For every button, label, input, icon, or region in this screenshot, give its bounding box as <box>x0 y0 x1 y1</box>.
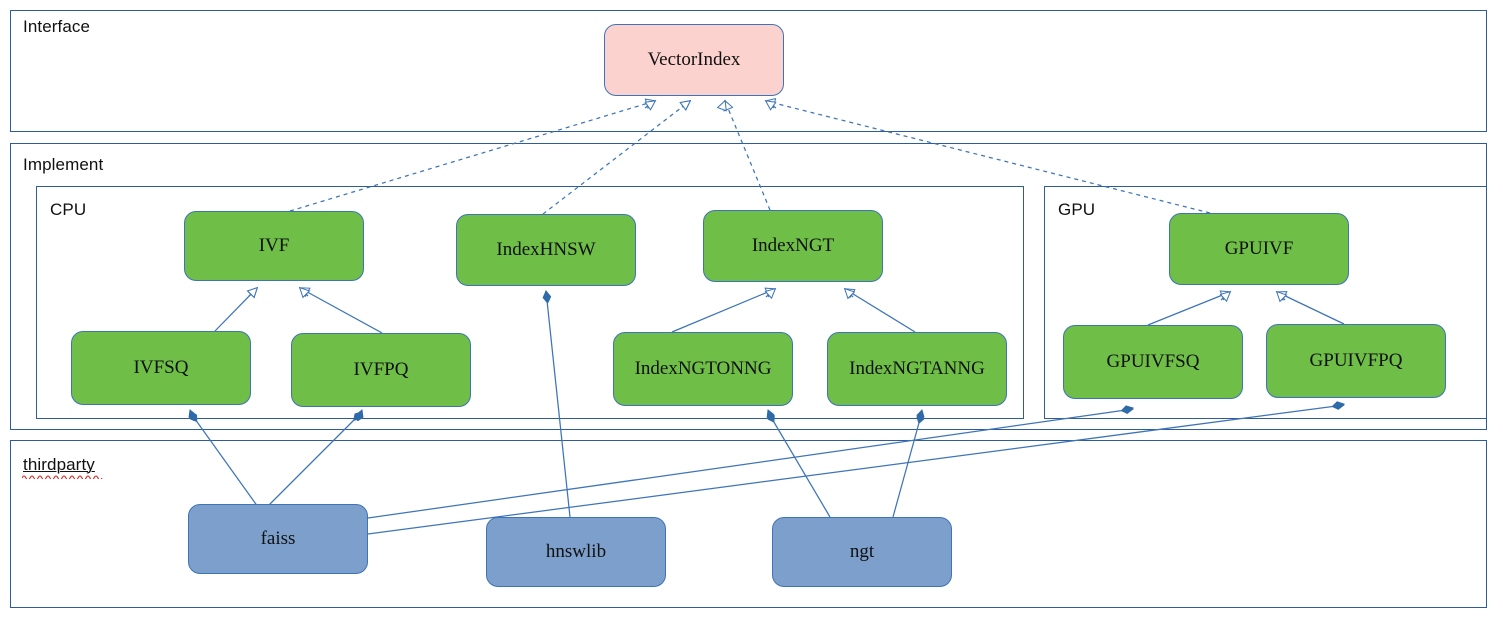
container-label-interface: Interface <box>23 17 91 36</box>
node-ivf[interactable]: IVF <box>184 211 364 281</box>
container-label-thirdparty: thirdparty <box>23 455 95 474</box>
node-vectorindex[interactable]: VectorIndex <box>604 24 784 96</box>
node-indexngtanng[interactable]: IndexNGTANNG <box>827 332 1007 406</box>
node-indexhnsw[interactable]: IndexHNSW <box>456 214 636 286</box>
node-hnswlib[interactable]: hnswlib <box>486 517 666 587</box>
node-gpuivf[interactable]: GPUIVF <box>1169 213 1349 285</box>
node-gpuivfpq[interactable]: GPUIVFPQ <box>1266 324 1446 398</box>
container-label-cpu: CPU <box>50 200 87 219</box>
container-label-gpu: GPU <box>1058 200 1096 219</box>
node-ivfpq[interactable]: IVFPQ <box>291 333 471 407</box>
node-indexngtonng[interactable]: IndexNGTONNG <box>613 332 793 406</box>
node-ngt[interactable]: ngt <box>772 517 952 587</box>
node-gpuivfsq[interactable]: GPUIVFSQ <box>1063 325 1243 399</box>
container-label-implement: Implement <box>23 155 104 174</box>
node-faiss[interactable]: faiss <box>188 504 368 574</box>
node-ivfsq[interactable]: IVFSQ <box>71 331 251 405</box>
node-indexngt[interactable]: IndexNGT <box>703 210 883 282</box>
